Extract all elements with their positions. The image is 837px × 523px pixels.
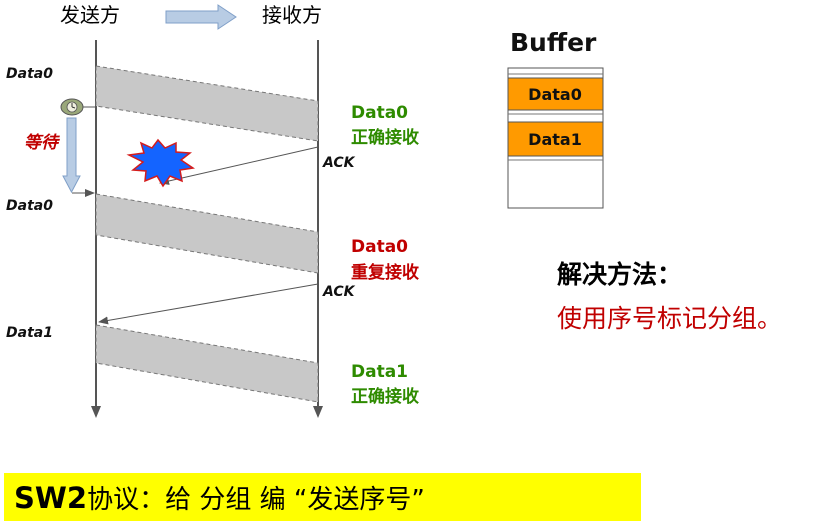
receiver-label: 接收方 xyxy=(262,3,322,27)
protocol-name: SW2 xyxy=(14,481,87,515)
buffer-title: Buffer xyxy=(510,28,597,57)
frame-band-2 xyxy=(95,193,319,274)
ack-arrow-lost xyxy=(159,146,319,185)
frame-label: Data1 xyxy=(6,325,53,341)
solution-heading: 解决方法： xyxy=(557,260,682,289)
clock-icon xyxy=(60,98,84,116)
receiver-timeline-arrowhead xyxy=(313,406,323,418)
buffer-slot xyxy=(507,77,604,111)
frame-label: Data0 xyxy=(6,66,53,82)
right-arrow-icon xyxy=(165,4,237,30)
receiver-note-frame: Data1 xyxy=(351,362,408,382)
receiver-note-frame: Data0 xyxy=(351,103,408,123)
down-arrow-icon xyxy=(62,117,81,194)
frame-label: Data0 xyxy=(6,198,53,214)
sender-label: 发送方 xyxy=(60,3,120,27)
footer-description: 协议：给 分组 编 “发送序号” xyxy=(87,485,425,515)
footer-banner xyxy=(4,473,641,521)
ack-label: ACK xyxy=(322,155,356,171)
burst-icon xyxy=(126,138,196,188)
sender-timeline-arrowhead xyxy=(91,406,101,418)
buffer-slot xyxy=(507,121,604,157)
ack-arrow xyxy=(98,283,319,325)
frame-band-1 xyxy=(95,65,319,142)
receiver-note-status: 重复接收 xyxy=(351,262,419,283)
receiver-note-status: 正确接收 xyxy=(351,386,419,407)
buffer-slot-label: Data1 xyxy=(528,130,582,149)
solution-text: 使用序号标记分组。 xyxy=(557,304,782,333)
footer-text: SW2协议：给 分组 编 “发送序号” xyxy=(14,481,425,515)
buffer-slot-label: Data0 xyxy=(528,85,582,104)
receiver-note-status: 正确接收 xyxy=(351,127,419,148)
wait-label: 等待 xyxy=(24,133,60,153)
receiver-note-frame: Data0 xyxy=(351,237,408,257)
ack-label: ACK xyxy=(322,284,356,300)
frame-band-3 xyxy=(95,324,319,403)
